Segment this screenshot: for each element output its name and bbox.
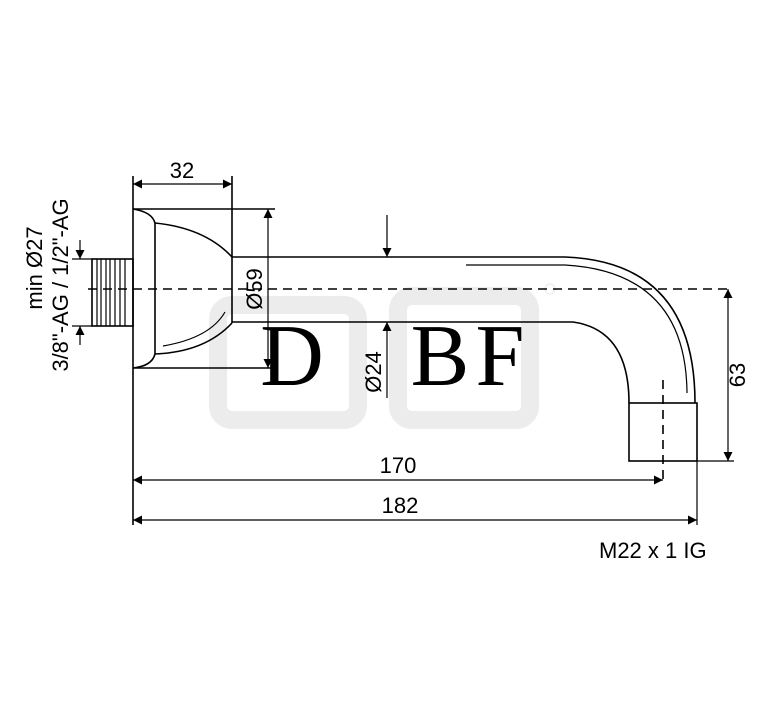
dim-32-label: 32: [170, 158, 194, 183]
thread-connector: [72, 240, 134, 345]
spout-pipe: [88, 256, 732, 481]
wall-flange: [132, 176, 275, 525]
outlet-thread-label: M22 x 1 IG: [599, 538, 707, 563]
watermark-logo: D B F: [209, 283, 556, 429]
dim-59-label: Ø59: [242, 268, 267, 310]
svg-text:D: D: [260, 308, 324, 405]
dim-63-label: 63: [725, 363, 750, 387]
dimensions: 32 Ø59 Ø24 63 170 182 M22 x 1 IG min Ø27…: [22, 158, 750, 563]
thread-min-diameter-label: min Ø27: [22, 226, 47, 309]
dim-182-label: 182: [382, 493, 419, 518]
thread-connection-label: 3/8"-AG / 1/2"-AG: [48, 198, 73, 371]
svg-text:F: F: [476, 308, 525, 405]
svg-text:B: B: [411, 308, 470, 405]
dim-24-label: Ø24: [361, 351, 386, 393]
dim-170-label: 170: [380, 453, 417, 478]
